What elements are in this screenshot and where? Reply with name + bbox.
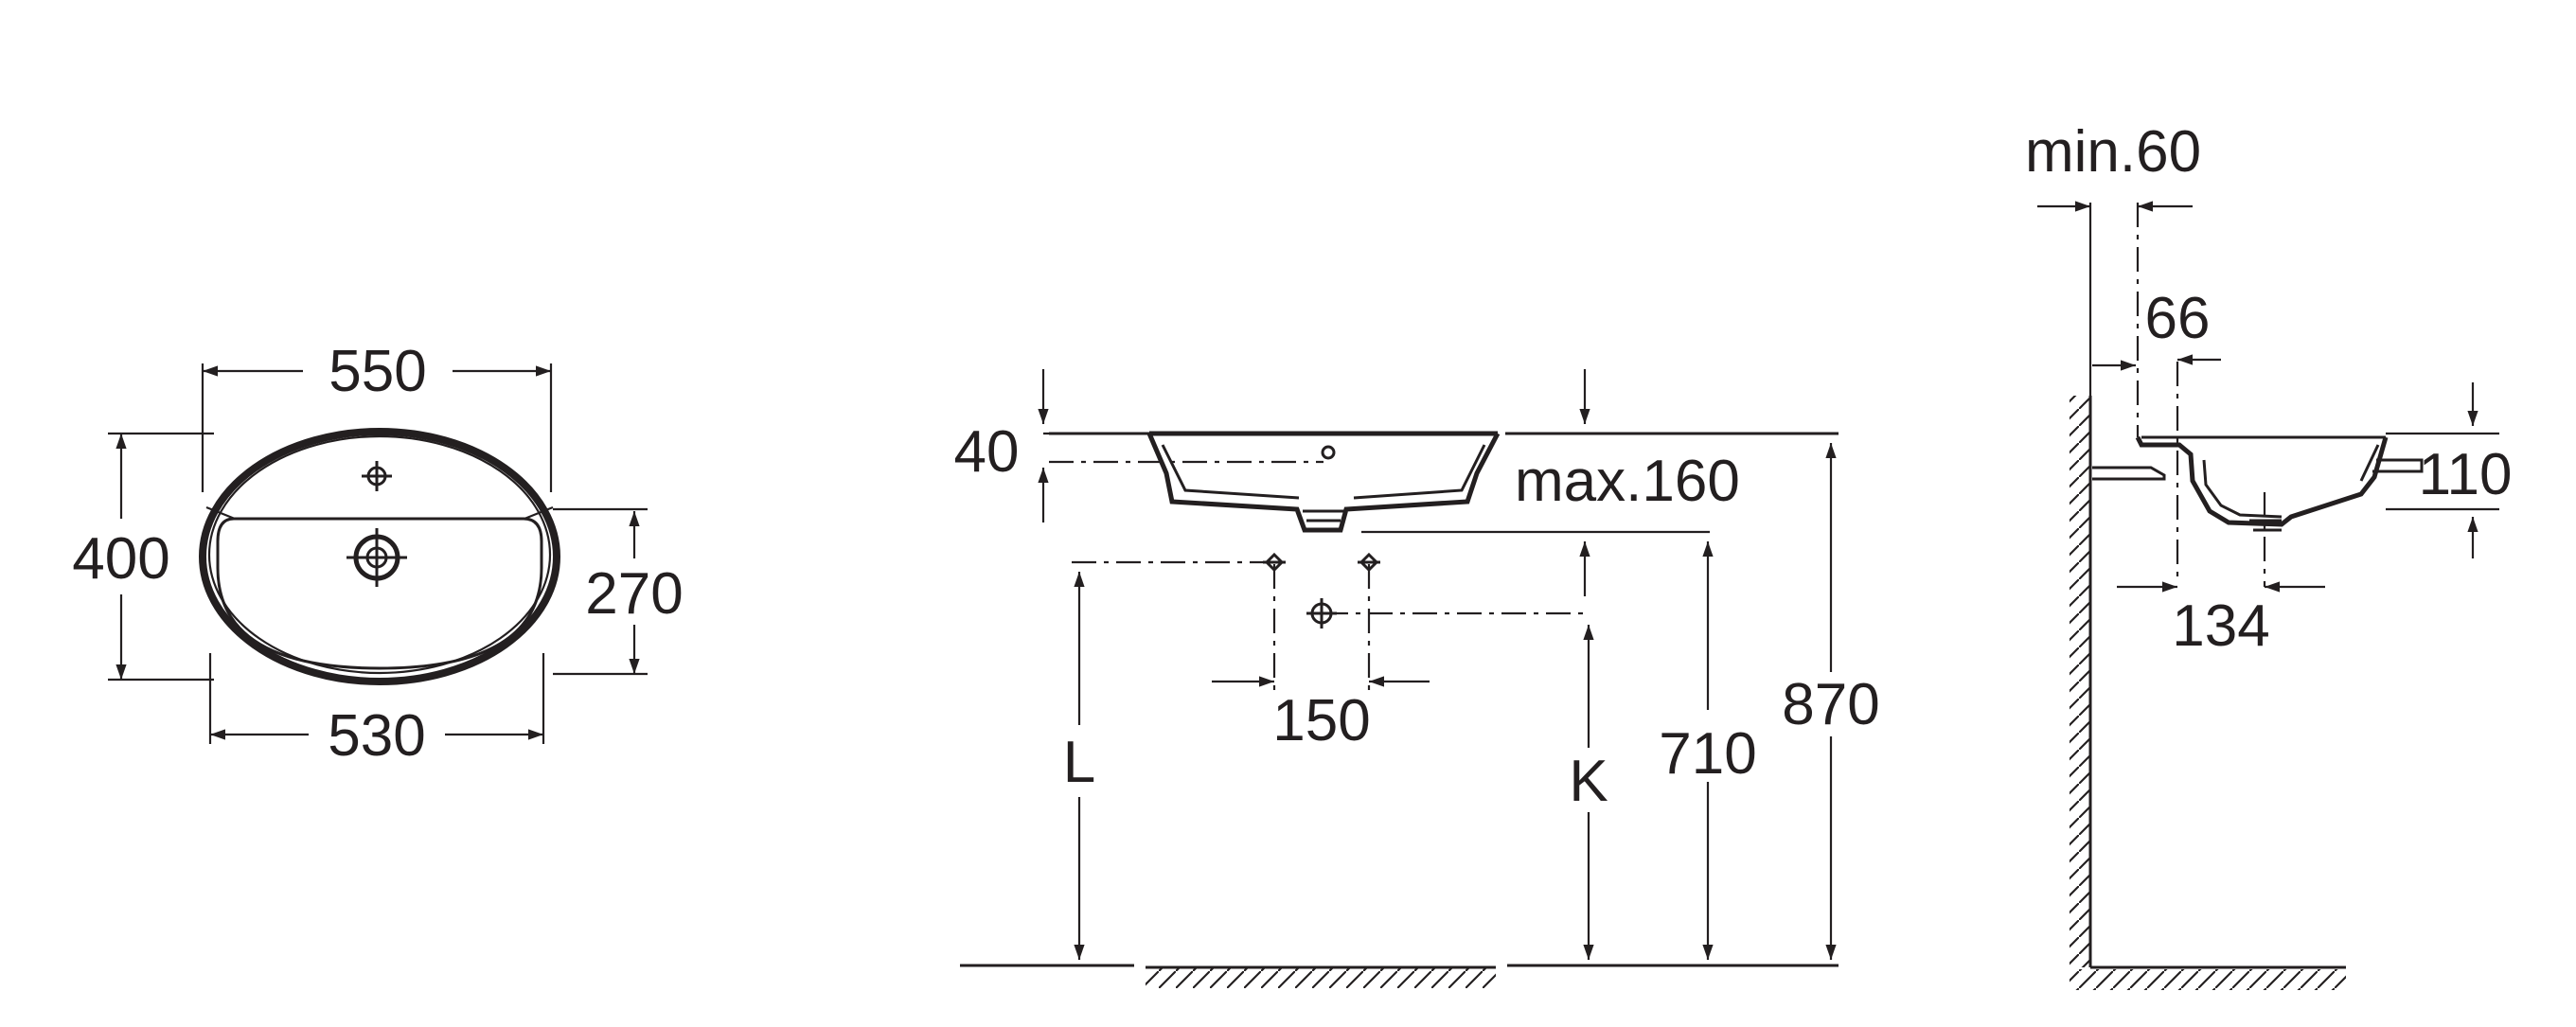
dimension-max-160: max.160 [1361, 369, 1740, 596]
left-tap-marker-icon [1263, 552, 1286, 573]
counter-overhang [2092, 458, 2424, 481]
dimension-k: K [1569, 625, 1608, 960]
overflow-hole-icon [1321, 445, 1336, 460]
dim-min-60-label: min.60 [2025, 119, 2201, 185]
dimension-710: 710 [1659, 541, 1757, 960]
dimension-400: 400 [72, 432, 214, 682]
floor-line [960, 964, 1839, 988]
dimension-40: 40 [954, 369, 1153, 522]
dim-270-label: 270 [585, 561, 683, 627]
basin-deck-line-right [524, 505, 554, 521]
dimension-min-60: min.60 [2025, 119, 2201, 396]
front-view: 40 max.160 150 L [954, 369, 1880, 988]
side-floor-line [2070, 965, 2346, 990]
dimension-870: 870 [1782, 443, 1880, 960]
dimension-l: L [1063, 572, 1095, 960]
waste-marker-icon [1306, 598, 1337, 629]
basin-outer-rim [199, 428, 560, 685]
dim-max-160-label: max.160 [1515, 449, 1740, 514]
dim-550-label: 550 [329, 339, 426, 404]
dim-110-label: 110 [2419, 442, 2513, 507]
right-tap-marker-icon [1358, 552, 1380, 573]
dim-134-label: 134 [2172, 593, 2269, 659]
wall [2070, 396, 2092, 967]
dimension-134: 134 [2117, 581, 2325, 659]
top-view: 550 400 270 530 [72, 339, 683, 769]
tap-positions [1072, 552, 1585, 691]
dim-710-label: 710 [1659, 721, 1756, 787]
basin-front-inner [1161, 444, 1486, 522]
basin-deck-line [205, 505, 236, 521]
side-view: min.60 66 110 134 [2025, 119, 2512, 990]
dim-400-label: 400 [72, 526, 169, 592]
dimension-150: 150 [1212, 676, 1430, 753]
dim-40-label: 40 [954, 419, 1020, 485]
dim-k-label: K [1569, 749, 1608, 814]
dimension-270: 270 [553, 507, 684, 676]
basin-bowl-outline [216, 517, 543, 670]
dimension-110: 110 [2386, 382, 2512, 558]
basin-side-section [2135, 435, 2389, 527]
drain-hole-icon [346, 528, 407, 587]
dimension-530: 530 [208, 653, 545, 769]
dim-150-label: 150 [1272, 688, 1370, 753]
dim-530-label: 530 [328, 703, 425, 769]
basin-side-inner [2141, 435, 2386, 532]
basin-inner-rim [207, 434, 552, 675]
dim-66-label: 66 [2145, 286, 2211, 351]
tap-hole-icon [362, 461, 392, 491]
basin-front-section [1146, 432, 1501, 533]
dim-870-label: 870 [1782, 672, 1879, 737]
dimension-550: 550 [201, 339, 553, 492]
dim-l-label: L [1063, 730, 1095, 795]
dimension-66: 66 [2092, 286, 2221, 371]
